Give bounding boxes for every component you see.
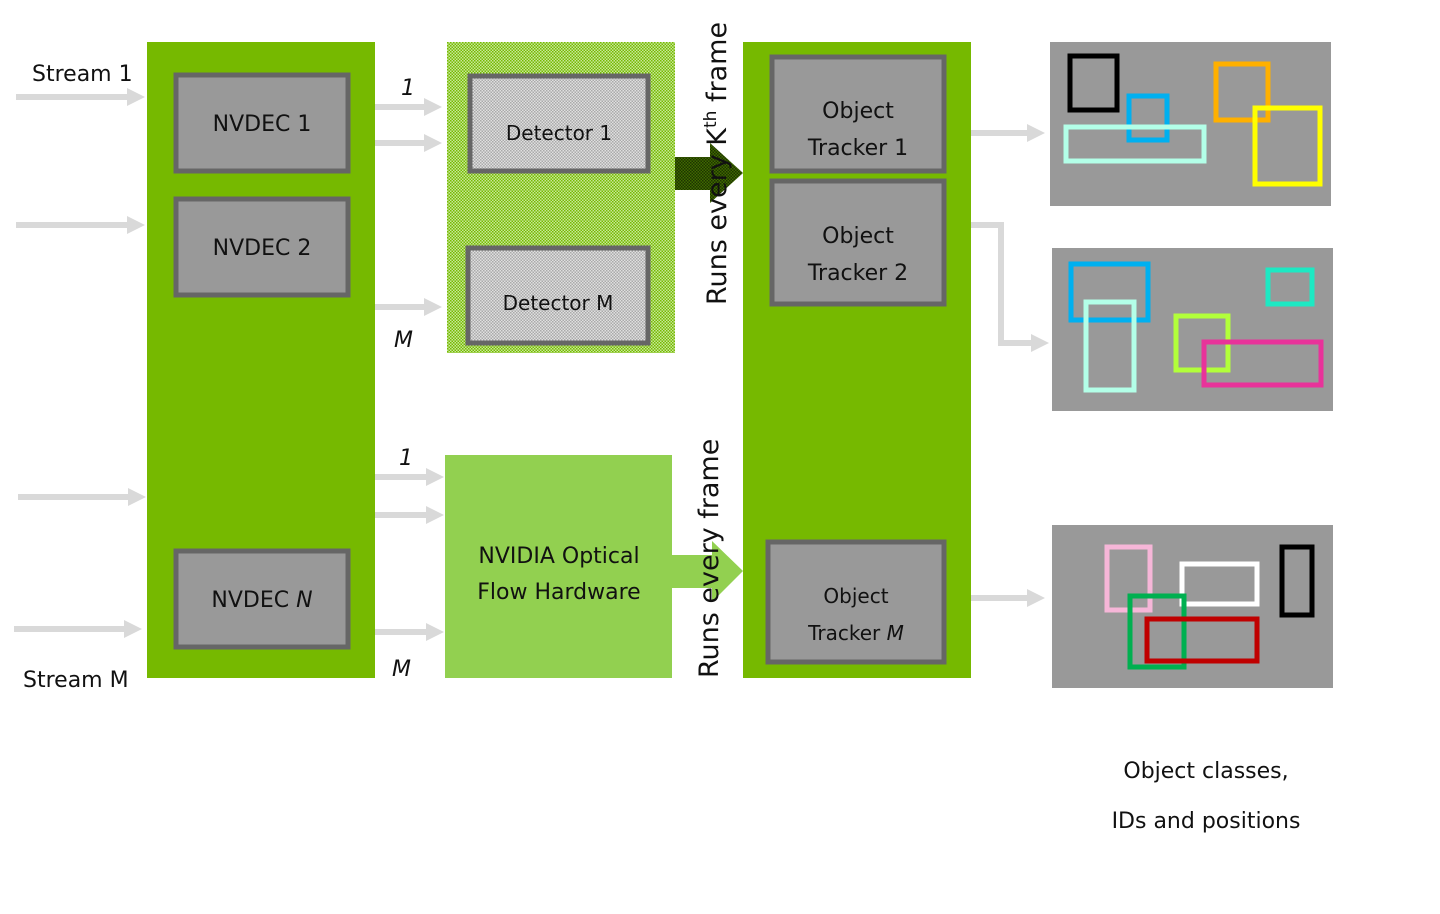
detector-index-first: 1 bbox=[401, 76, 415, 101]
detector-to-tracker-arrow bbox=[675, 143, 743, 203]
bounding-box bbox=[1068, 261, 1151, 323]
output-frame bbox=[1052, 525, 1333, 688]
bounding-box bbox=[1067, 53, 1120, 113]
decoder-to-flow-arrow bbox=[375, 623, 444, 641]
object-tracker-m: Object Tracker M bbox=[765, 539, 947, 665]
tracker-output-arrow-head bbox=[1025, 334, 1049, 352]
svg-text:NVDEC N: NVDEC N bbox=[211, 588, 312, 613]
decoder-to-detector-arrow bbox=[375, 298, 442, 316]
bounding-box bbox=[1179, 561, 1260, 607]
object-tracker-2: Object Tracker 2 bbox=[769, 178, 947, 307]
bounding-box bbox=[1201, 339, 1324, 388]
tracker-2-line2: Tracker 2 bbox=[807, 261, 908, 286]
decoder-to-detector-arrow bbox=[375, 134, 442, 152]
output-frame-background bbox=[1050, 42, 1331, 206]
tracker-m-index: M bbox=[887, 621, 904, 645]
nvdec-2: NVDEC 2 bbox=[173, 196, 351, 298]
flow-to-tracker-arrow bbox=[672, 541, 743, 602]
flow-index-first: 1 bbox=[399, 446, 413, 471]
nvdec-n-index: N bbox=[296, 588, 312, 613]
stream-input-arrow bbox=[18, 488, 146, 506]
stream-last-label: Stream M bbox=[23, 668, 129, 693]
nvdec-1-label: NVDEC 1 bbox=[213, 112, 312, 137]
connector-arrows bbox=[14, 88, 1049, 641]
detector-m-label: Detector M bbox=[503, 291, 614, 315]
bounding-box bbox=[1127, 593, 1187, 670]
detector-index-last: M bbox=[394, 328, 413, 353]
bounding-box bbox=[1279, 544, 1315, 618]
bounding-box bbox=[1126, 93, 1170, 143]
cadence-prefix: Runs every K bbox=[702, 127, 733, 305]
cadence-suffix: frame bbox=[702, 22, 733, 111]
decoder-to-flow-arrow bbox=[375, 468, 444, 486]
nvdec-n-label: NVDEC bbox=[211, 588, 296, 613]
detector-1: Detector 1 bbox=[467, 73, 651, 174]
stream-input-arrow bbox=[16, 88, 145, 106]
stream-first-label: Stream 1 bbox=[32, 62, 133, 87]
flow-cadence-label: Runs every frame bbox=[694, 439, 725, 678]
output-frame bbox=[1052, 248, 1333, 411]
tracker-m-line2: Tracker bbox=[807, 621, 887, 645]
optical-flow-block bbox=[445, 455, 672, 678]
cadence-superscript: th bbox=[701, 111, 721, 128]
tracker-m-line1: Object bbox=[823, 584, 888, 608]
bounding-box bbox=[1144, 616, 1260, 664]
tracker-1-line1: Object bbox=[822, 99, 894, 124]
tracker-output-arrow bbox=[970, 222, 1030, 346]
nvdec-2-label: NVDEC 2 bbox=[213, 236, 312, 261]
detector-cadence-label: Runs every Kth frame bbox=[701, 22, 733, 305]
output-frame bbox=[1050, 42, 1331, 206]
tracker-2-line1: Object bbox=[822, 224, 894, 249]
object-tracker-1: Object Tracker 1 bbox=[769, 54, 947, 174]
svg-text:Tracker M: Tracker M bbox=[807, 621, 904, 645]
bounding-box bbox=[1265, 267, 1315, 307]
optical-flow-label-1: NVIDIA Optical bbox=[478, 544, 639, 569]
stream-input-arrow bbox=[16, 216, 145, 234]
nvdec-1: NVDEC 1 bbox=[173, 72, 351, 174]
bounding-box bbox=[1083, 299, 1137, 393]
nvdec-n: NVDEC N bbox=[173, 548, 351, 650]
output-caption-line2: IDs and positions bbox=[1112, 809, 1301, 834]
detector-1-label: Detector 1 bbox=[506, 121, 612, 145]
tracker-output-arrow bbox=[970, 589, 1045, 607]
optical-flow-label-2: Flow Hardware bbox=[477, 580, 640, 605]
decoder-to-detector-arrow bbox=[375, 98, 442, 116]
tracker-output-arrow bbox=[970, 124, 1045, 142]
detector-m: Detector M bbox=[465, 245, 651, 346]
bounding-box bbox=[1063, 124, 1207, 164]
decoder-to-flow-arrow bbox=[375, 506, 444, 524]
output-frames bbox=[1050, 42, 1333, 688]
tracker-1-line2: Tracker 1 bbox=[807, 136, 908, 161]
output-caption-line1: Object classes, bbox=[1123, 759, 1288, 784]
bounding-box bbox=[1213, 61, 1271, 123]
bounding-box bbox=[1252, 105, 1323, 187]
stream-input-arrow bbox=[14, 620, 142, 638]
flow-index-last: M bbox=[392, 657, 411, 682]
